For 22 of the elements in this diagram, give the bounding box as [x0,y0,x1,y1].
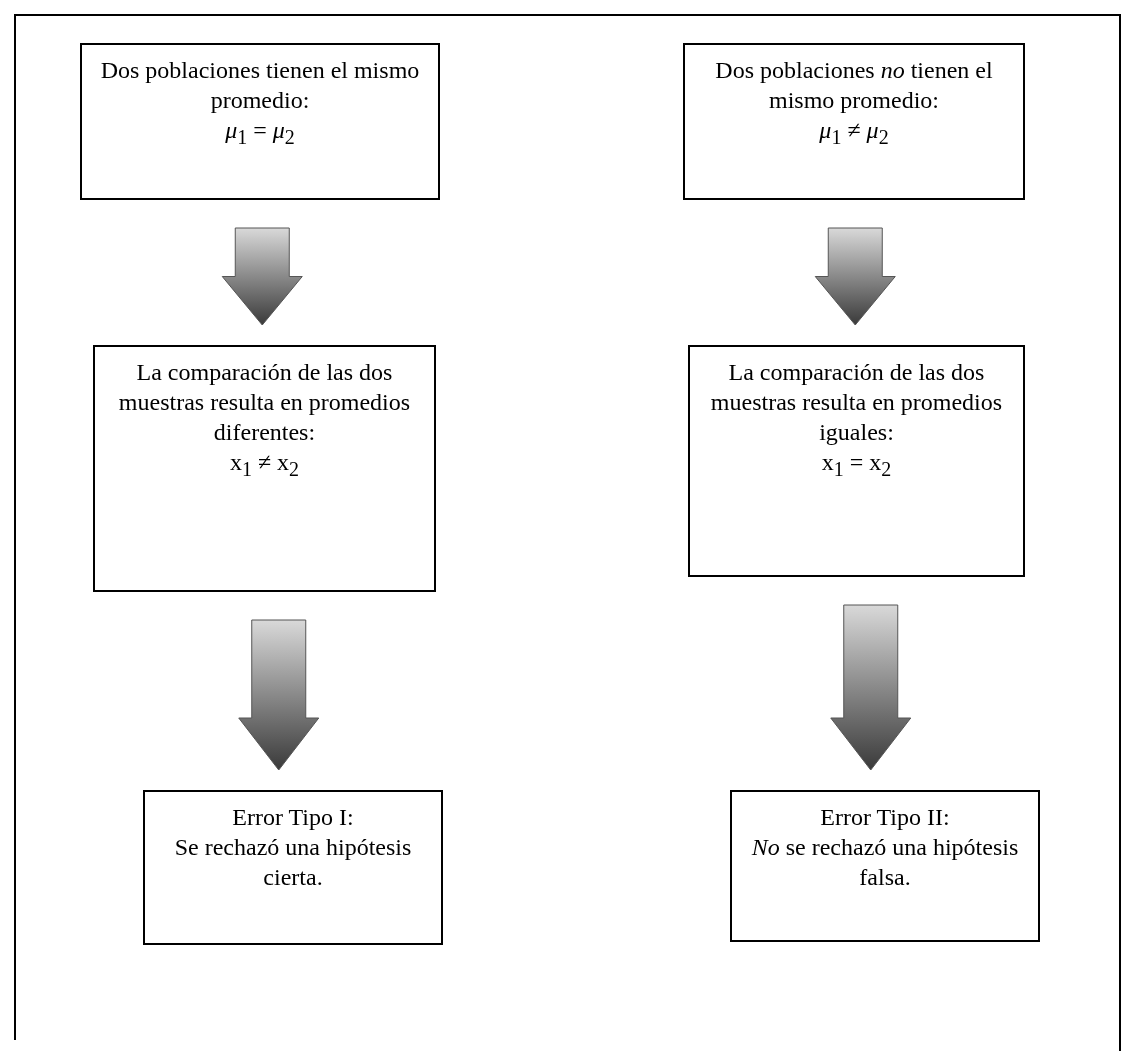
block-arrow [221,227,303,326]
block-arrow [830,604,912,771]
text-box [143,790,443,945]
block-arrow [238,619,320,771]
text-box [80,43,440,200]
box-text: Dos poblaciones tienen el mismo promedio: [99,56,421,115]
box-text: Dos poblaciones no tienen el mismo promedio: [714,56,994,115]
formula-text: μ$_{1}$ = μ$_{2}$ [225,116,295,150]
formula-text: x$_{1}$ ≠ x$_{2}$ [229,448,300,482]
box-text: La comparación de las dos muestras resulta en promedios diferentes: [117,358,412,447]
box-text: La comparación de las dos muestras resulta en promedios iguales: [709,358,1004,447]
box-text: Error Tipo I: [232,803,354,832]
formula-text: No se rechazó una hipótesis falsa. [750,833,1020,892]
block-arrow [814,227,896,326]
box-text: Error Tipo II: [820,803,950,832]
text-box [688,345,1025,577]
text-box [683,43,1025,200]
text-box [730,790,1040,942]
formula-text: Se rechazó una hipótesis cierta. [173,833,413,892]
formula-text: μ$_{1}$ ≠ μ$_{2}$ [819,116,889,150]
text-box [93,345,436,592]
formula-text: x$_{1}$ = x$_{2}$ [821,448,892,482]
